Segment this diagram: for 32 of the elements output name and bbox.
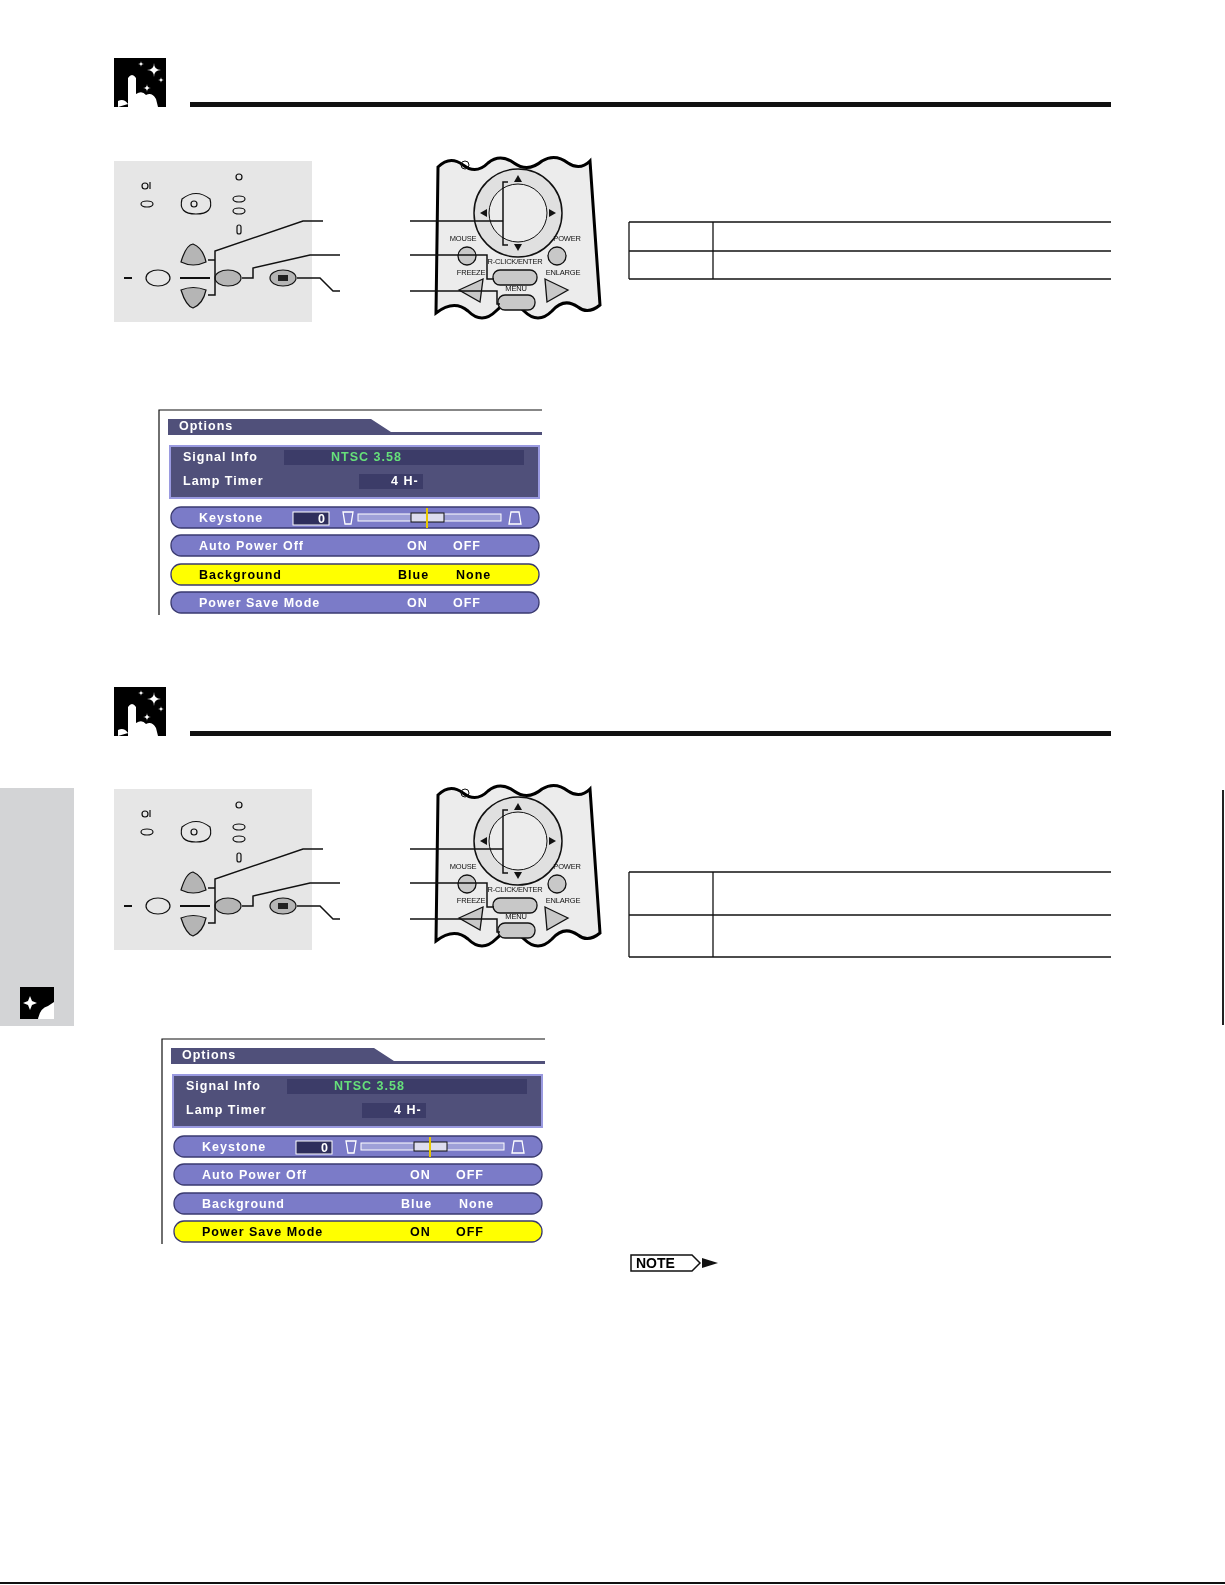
- menu-option: OFF: [456, 1168, 484, 1182]
- menu-item-label: Auto Power Off: [199, 539, 304, 553]
- menu-option: ON: [407, 539, 428, 553]
- menu-title: Options: [179, 419, 234, 433]
- menu-value: NTSC 3.58: [334, 1079, 405, 1093]
- menu-item-label: Signal Info: [183, 450, 258, 464]
- menu-item-label: Power Save Mode: [199, 596, 321, 610]
- menu-option: OFF: [456, 1225, 484, 1239]
- menu-item-label: Signal Info: [186, 1079, 261, 1093]
- menu-item-label: Keystone: [199, 511, 264, 525]
- menu-item-label: Power Save Mode: [202, 1225, 324, 1239]
- menu-item-label: Lamp Timer: [186, 1103, 267, 1117]
- menu-item-label: Auto Power Off: [202, 1168, 307, 1182]
- menu-option: ON: [410, 1168, 431, 1182]
- menu-value: 0: [318, 512, 326, 526]
- menu-option: ON: [407, 596, 428, 610]
- menu-option: None: [459, 1197, 495, 1211]
- menu-option: ON: [410, 1225, 431, 1239]
- menu-value: NTSC 3.58: [331, 450, 402, 464]
- menu-option: None: [456, 568, 492, 582]
- menu-option: Blue: [401, 1197, 433, 1211]
- menu-title: Options: [182, 1048, 237, 1062]
- menu-item-label: Keystone: [202, 1140, 267, 1154]
- menu-value: 4 H-: [394, 1103, 422, 1117]
- menu-item-label: Background: [199, 568, 282, 582]
- menu-value: 0: [321, 1141, 329, 1155]
- menu-item-label: Lamp Timer: [183, 474, 264, 488]
- menu-item-label: Background: [202, 1197, 285, 1211]
- menu-option: OFF: [453, 596, 481, 610]
- menu-option: Blue: [398, 568, 430, 582]
- menu-option: OFF: [453, 539, 481, 553]
- menu-value: 4 H-: [391, 474, 419, 488]
